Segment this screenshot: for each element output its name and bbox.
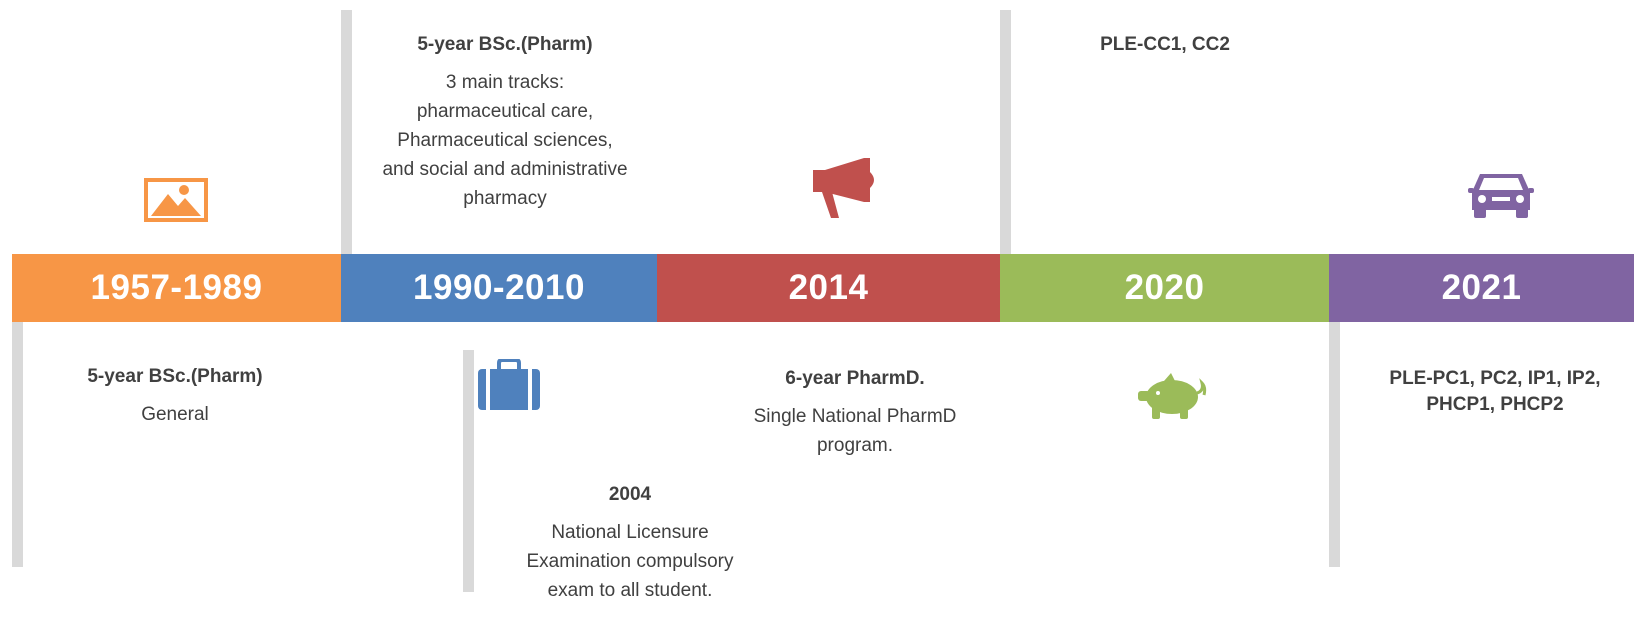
image-icon <box>144 178 208 222</box>
period-1990-2010-description: 5-year BSc.(Pharm) 3 main tracks: pharma… <box>380 32 630 213</box>
period-heading: 5-year BSc.(Pharm) <box>87 366 263 387</box>
period-band-1957-1989: 1957-1989 <box>12 254 341 322</box>
period-heading: 6-year PharmD. <box>785 368 925 389</box>
period-heading: 5-year BSc.(Pharm) <box>417 34 593 55</box>
period-band-2020: 2020 <box>1000 254 1329 322</box>
period-2014-description: 6-year PharmD. Single National PharmD pr… <box>725 366 985 460</box>
connector-line <box>12 322 23 567</box>
event-heading: 2004 <box>608 484 652 505</box>
period-heading: PLE-CC1, CC2 <box>1100 34 1230 55</box>
briefcase-icon <box>478 359 540 410</box>
connector-line <box>1000 10 1011 254</box>
connector-line <box>1329 322 1340 567</box>
period-text: 3 main tracks: pharmaceutical care, Phar… <box>382 72 628 209</box>
period-1957-1989-description: 5-year BSc.(Pharm) General <box>60 364 290 429</box>
connector-line <box>463 350 474 592</box>
period-2020-description: PLE-CC1, CC2 <box>1060 32 1270 58</box>
period-year: 1990-2010 <box>413 268 585 307</box>
period-text: Single National PharmD program. <box>753 406 957 456</box>
period-band-2021: 2021 <box>1329 254 1634 322</box>
period-2021-description: PLE-PC1, PC2, IP1, IP2, PHCP1, PHCP2 <box>1370 366 1620 418</box>
event-2004-description: 2004 National Licensure Examination comp… <box>510 482 750 605</box>
period-band-1990-2010: 1990-2010 <box>341 254 657 322</box>
period-year: 2020 <box>1124 268 1205 307</box>
period-year: 1957-1989 <box>90 268 263 307</box>
period-heading: PLE-PC1, PC2, IP1, IP2, PHCP1, PHCP2 <box>1389 368 1601 415</box>
event-text: National Licensure Examination compulsor… <box>526 522 734 601</box>
piggy-bank-icon <box>1138 373 1207 419</box>
period-text: General <box>141 404 209 425</box>
period-year: 2014 <box>788 268 869 307</box>
period-band-2014: 2014 <box>657 254 1000 322</box>
megaphone-icon <box>813 158 874 218</box>
car-icon <box>1468 174 1534 218</box>
period-year: 2021 <box>1441 268 1522 307</box>
connector-line <box>341 10 352 254</box>
